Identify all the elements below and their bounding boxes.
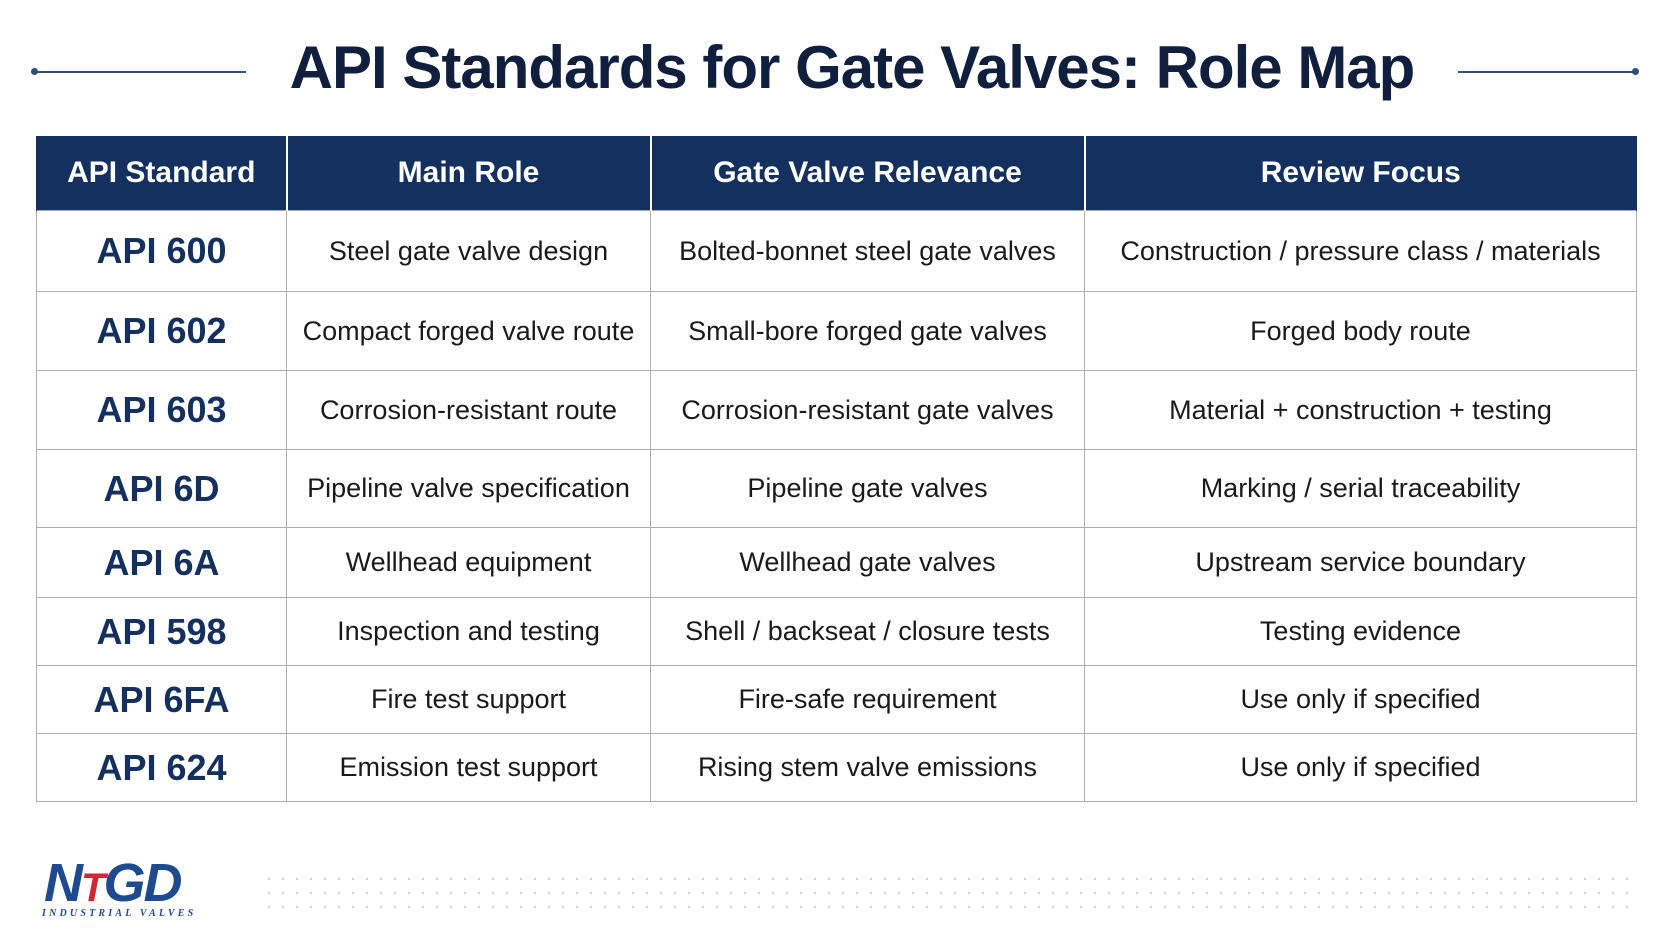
cell-main-role: Emission test support [286, 733, 651, 802]
table-row: API 603 Corrosion-resistant route Corros… [36, 370, 1637, 450]
header-gate-valve-relevance: Gate Valve Relevance [649, 136, 1086, 211]
title-line-left [34, 71, 246, 73]
cell-api-standard: API 6D [36, 449, 287, 528]
cell-api-standard: API 603 [36, 370, 287, 450]
logo-letters-gd: GD [103, 853, 182, 913]
header-review-focus: Review Focus [1083, 136, 1637, 211]
logo-wordmark: NTGD [44, 853, 182, 915]
cell-api-standard: API 6A [36, 527, 287, 598]
cell-api-standard: API 6FA [36, 665, 287, 734]
cell-review-focus: Marking / serial traceability [1084, 449, 1637, 528]
cell-review-focus: Construction / pressure class / material… [1084, 210, 1637, 292]
header-api-standard: API Standard [36, 136, 288, 211]
ntgd-logo: NTGD INDUSTRIAL VALVES [40, 853, 230, 919]
table-row: API 6FA Fire test support Fire-safe requ… [36, 665, 1637, 734]
cell-gate-valve-relevance: Bolted-bonnet steel gate valves [650, 210, 1085, 292]
cell-gate-valve-relevance: Shell / backseat / closure tests [650, 597, 1085, 666]
cell-main-role: Pipeline valve specification [286, 449, 651, 528]
cell-review-focus: Material + construction + testing [1084, 370, 1637, 450]
cell-main-role: Inspection and testing [286, 597, 651, 666]
cell-review-focus: Forged body route [1084, 291, 1637, 371]
table-row: API 6D Pipeline valve specification Pipe… [36, 449, 1637, 528]
cell-api-standard: API 624 [36, 733, 287, 802]
table-header-row: API Standard Main Role Gate Valve Releva… [36, 136, 1637, 211]
logo-letter-n: N [44, 853, 83, 913]
cell-main-role: Steel gate valve design [286, 210, 651, 292]
footer-dot-pattern [262, 872, 1638, 912]
cell-review-focus: Use only if specified [1084, 665, 1637, 734]
table-row: API 602 Compact forged valve route Small… [36, 291, 1637, 371]
cell-gate-valve-relevance: Small-bore forged gate valves [650, 291, 1085, 371]
cell-main-role: Corrosion-resistant route [286, 370, 651, 450]
cell-main-role: Wellhead equipment [286, 527, 651, 598]
cell-api-standard: API 598 [36, 597, 287, 666]
page-title: API Standards for Gate Valves: Role Map [289, 34, 1416, 101]
title-line-right-dot [1632, 68, 1639, 75]
table-row: API 624 Emission test support Rising ste… [36, 733, 1637, 802]
cell-review-focus: Upstream service boundary [1084, 527, 1637, 598]
cell-review-focus: Testing evidence [1084, 597, 1637, 666]
cell-gate-valve-relevance: Fire-safe requirement [650, 665, 1085, 734]
cell-gate-valve-relevance: Wellhead gate valves [650, 527, 1085, 598]
cell-gate-valve-relevance: Corrosion-resistant gate valves [650, 370, 1085, 450]
cell-review-focus: Use only if specified [1084, 733, 1637, 802]
cell-api-standard: API 600 [36, 210, 287, 292]
cell-gate-valve-relevance: Rising stem valve emissions [650, 733, 1085, 802]
table-row: API 600 Steel gate valve design Bolted-b… [36, 210, 1637, 292]
table-row: API 6A Wellhead equipment Wellhead gate … [36, 527, 1637, 598]
logo-tagline: INDUSTRIAL VALVES [42, 908, 197, 919]
cell-main-role: Fire test support [286, 665, 651, 734]
role-map-table: API Standard Main Role Gate Valve Releva… [36, 136, 1637, 802]
table-row: API 598 Inspection and testing Shell / b… [36, 597, 1637, 666]
cell-main-role: Compact forged valve route [286, 291, 651, 371]
header-main-role: Main Role [285, 136, 652, 211]
logo-letter-t: T [81, 866, 105, 910]
cell-api-standard: API 602 [36, 291, 287, 371]
cell-gate-valve-relevance: Pipeline gate valves [650, 449, 1085, 528]
title-line-right [1458, 71, 1633, 73]
